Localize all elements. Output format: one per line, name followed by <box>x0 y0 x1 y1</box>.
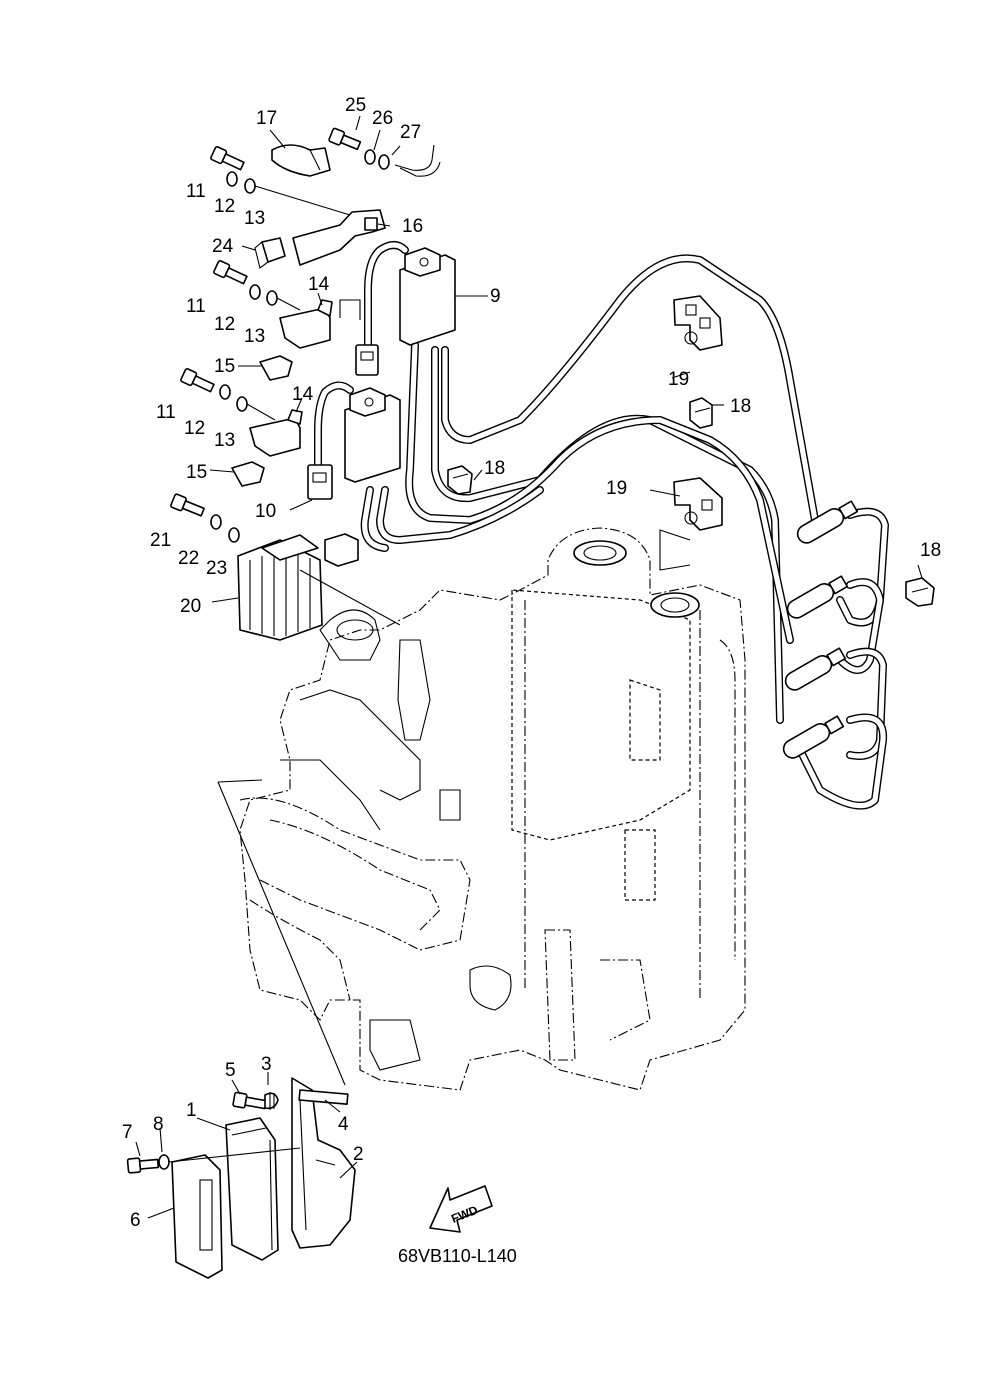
diagram-code: 68VB110-L140 <box>398 1246 517 1266</box>
callout-27: 27 <box>400 122 421 143</box>
callout-11-middle: 11 <box>186 296 206 317</box>
callout-26: 26 <box>372 108 393 129</box>
fwd-arrow-icon: FWD <box>429 1185 493 1233</box>
spark-plug-caps <box>782 500 859 759</box>
callout-11-upper: 11 <box>186 181 206 202</box>
callout-25: 25 <box>345 95 366 116</box>
callout-14-lower: 14 <box>292 384 314 405</box>
callout-8: 8 <box>153 1114 164 1135</box>
callout-leaders <box>135 115 923 1219</box>
callout-14-upper: 14 <box>308 274 330 295</box>
callout-24: 24 <box>212 236 234 257</box>
engine-block <box>239 527 746 1091</box>
callout-12-middle: 12 <box>214 314 235 335</box>
clip-18-c <box>905 577 935 607</box>
callout-6: 6 <box>130 1210 141 1231</box>
bolt-set-upper <box>210 146 351 216</box>
callout-3: 3 <box>261 1054 272 1075</box>
clip-18-b <box>447 465 473 495</box>
callout-19-lower: 19 <box>606 478 627 499</box>
rectifier-regulator-20 <box>170 493 401 641</box>
callout-18-b: 18 <box>484 458 505 479</box>
ignition-coil-9 <box>355 241 456 376</box>
clip-18-a <box>689 397 713 429</box>
callout-21: 21 <box>150 530 171 551</box>
callout-15-upper: 15 <box>214 356 235 377</box>
callout-5: 5 <box>225 1060 236 1081</box>
bracket-19-upper <box>673 295 723 351</box>
callout-15-lower: 15 <box>186 462 207 483</box>
callout-19-upper: 19 <box>668 369 689 390</box>
callout-13-middle: 13 <box>244 326 265 347</box>
callout-17: 17 <box>256 108 277 129</box>
callout-16: 16 <box>402 216 423 237</box>
callout-11-lower: 11 <box>156 402 176 423</box>
bracket-19-lower <box>659 477 723 571</box>
callout-9: 9 <box>490 286 501 307</box>
bolt-set-middle <box>213 260 361 381</box>
callout-2: 2 <box>353 1144 364 1165</box>
callout-18-a: 18 <box>730 396 751 417</box>
callout-13-upper: 13 <box>244 208 265 229</box>
callout-1: 1 <box>186 1100 197 1121</box>
callout-20: 20 <box>180 596 201 617</box>
callout-22: 22 <box>178 548 199 569</box>
callout-12-upper: 12 <box>214 196 235 217</box>
ignition-coil-10 <box>307 381 401 500</box>
callout-7: 7 <box>122 1122 133 1143</box>
callout-10: 10 <box>255 501 276 522</box>
cdi-unit-group <box>126 779 356 1279</box>
callout-4: 4 <box>338 1114 349 1135</box>
bolt-set-lower <box>180 368 303 487</box>
coil-bracket-upper <box>254 144 386 269</box>
bolt-25-washers <box>328 127 441 177</box>
callout-13-lower: 13 <box>214 430 235 451</box>
callout-18-c: 18 <box>920 540 941 561</box>
callout-labels: 17 25 26 27 11 12 13 16 24 9 14 11 12 13… <box>122 95 941 1231</box>
callout-12-lower: 12 <box>184 418 205 439</box>
spark-plug-leads <box>360 254 889 810</box>
callout-23: 23 <box>206 558 227 579</box>
